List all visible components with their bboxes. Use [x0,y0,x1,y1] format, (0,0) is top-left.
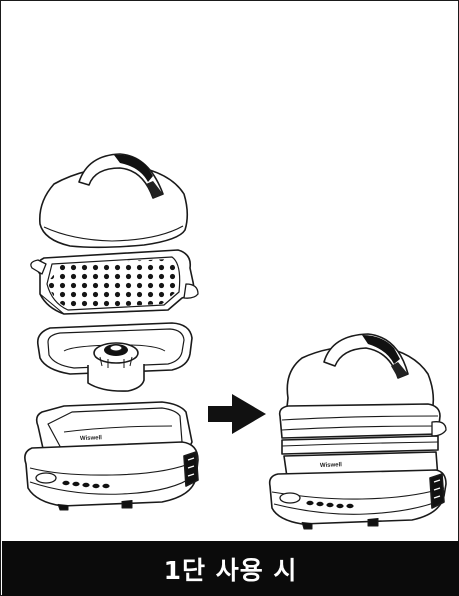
caption-text: 1단 사용 시 [164,551,298,587]
steamer-assembled: Wiswell [270,334,446,529]
product-illustration: Wiswell [2,2,459,540]
steamer-tray-exploded [31,250,198,314]
lid-exploded [40,154,187,247]
caption-bar: 1단 사용 시 [2,541,459,596]
base-exploded: Wiswell [25,402,198,510]
brand-label-assembled: Wiswell [320,462,342,469]
inner-pot-exploded [38,323,192,391]
brand-label-exploded: Wiswell [80,435,102,442]
right-arrow-icon [208,394,266,434]
